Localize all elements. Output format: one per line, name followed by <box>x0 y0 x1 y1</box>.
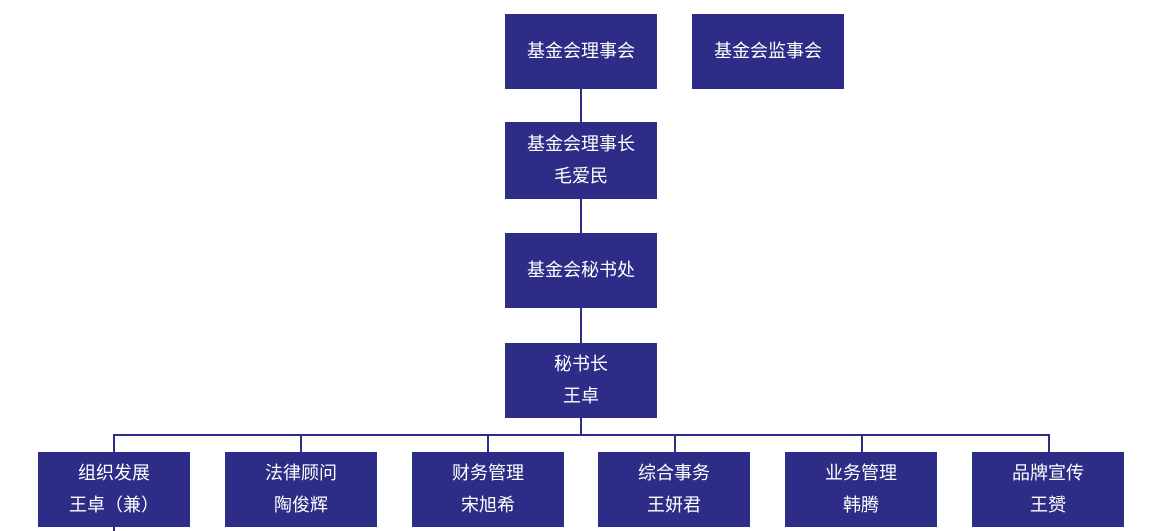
connector-secgen-bus <box>580 418 582 435</box>
department-box-general-affairs: 综合事务 王妍君 <box>598 452 750 527</box>
department-title: 法律顾问 <box>265 462 337 484</box>
department-box-legal: 法律顾问 陶俊辉 <box>225 452 377 527</box>
connector-dept-2 <box>300 434 302 452</box>
connector-department-bus <box>113 434 1050 436</box>
department-title: 业务管理 <box>825 462 897 484</box>
department-head: 王妍君 <box>647 494 701 516</box>
chair-box: 基金会理事长 毛爱民 <box>505 122 657 199</box>
connector-dept-1 <box>113 434 115 452</box>
connector-secretariat-secgen <box>580 308 582 343</box>
connector-chair-secretariat <box>580 199 582 233</box>
department-box-finance: 财务管理 宋旭希 <box>412 452 564 527</box>
connector-board-chair <box>580 89 582 122</box>
connector-dept-4 <box>674 434 676 452</box>
board-title: 基金会理事会 <box>527 40 635 62</box>
supervisors-title: 基金会监事会 <box>714 40 822 62</box>
department-title: 组织发展 <box>78 462 150 484</box>
department-box-org-development: 组织发展 王卓（兼） <box>38 452 190 527</box>
department-box-branding: 品牌宣传 王赟 <box>972 452 1124 527</box>
department-title: 综合事务 <box>638 462 710 484</box>
secretary-general-name: 王卓 <box>563 385 599 407</box>
department-head: 王赟 <box>1030 494 1066 516</box>
department-box-business: 业务管理 韩腾 <box>785 452 937 527</box>
connector-dept-1-below <box>113 527 115 531</box>
department-head: 王卓（兼） <box>69 494 159 516</box>
connector-dept-5 <box>861 434 863 452</box>
secretary-general-title: 秘书长 <box>554 353 608 375</box>
department-title: 品牌宣传 <box>1012 462 1084 484</box>
chair-title: 基金会理事长 <box>527 133 635 155</box>
secretariat-box: 基金会秘书处 <box>505 233 657 308</box>
connector-dept-6 <box>1048 434 1050 452</box>
department-title: 财务管理 <box>452 462 524 484</box>
secretariat-title: 基金会秘书处 <box>527 259 635 281</box>
secretary-general-box: 秘书长 王卓 <box>505 343 657 418</box>
supervisors-box: 基金会监事会 <box>692 14 844 89</box>
connector-dept-3 <box>487 434 489 452</box>
department-head: 宋旭希 <box>461 494 515 516</box>
department-head: 韩腾 <box>843 494 879 516</box>
board-box: 基金会理事会 <box>505 14 657 89</box>
chair-name: 毛爱民 <box>554 165 608 187</box>
department-head: 陶俊辉 <box>274 494 328 516</box>
